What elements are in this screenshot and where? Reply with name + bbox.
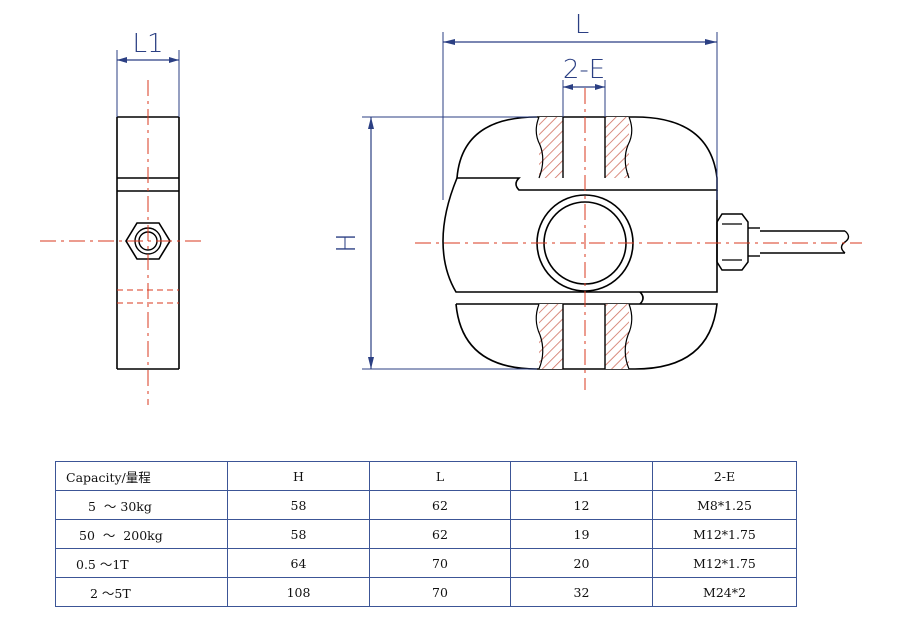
table-row: 2 ～5T 108 70 32 M24*2 — [55, 577, 797, 607]
cell-capacity: 2 ～5T — [55, 577, 228, 607]
upper-hole-hatch-left — [539, 117, 563, 178]
cell-2e: M12*1.75 — [652, 548, 797, 578]
table-header-row: Capacity/量程 H L L1 2-E — [55, 461, 797, 491]
upper-hole-break-line — [535, 116, 544, 179]
header-2e: 2-E — [652, 461, 797, 491]
front-view-middle-body — [442, 177, 718, 293]
cell-l1: 19 — [510, 519, 653, 549]
cell-2e: M24*2 — [652, 577, 797, 607]
lower-hole-hatch-right — [605, 304, 629, 369]
l1-arrowhead-left — [117, 57, 127, 63]
spec-table: Capacity/量程 H L L1 2-E 5 ～ 30kg 58 62 12… — [55, 461, 797, 607]
lower-hole-hatch-left — [539, 304, 563, 369]
cable-break-end — [840, 230, 850, 254]
cell-l1: 20 — [510, 548, 653, 578]
l-arrowhead-right — [705, 39, 717, 45]
cell-h: 58 — [227, 490, 370, 520]
header-capacity: Capacity/量程 — [55, 461, 228, 491]
l1-dimension-label: L1 — [132, 29, 163, 59]
cable-gland — [716, 213, 749, 271]
front-view: L 2-E H — [332, 10, 862, 390]
l-arrowhead-left — [443, 39, 455, 45]
front-view-upper-body — [456, 116, 718, 191]
cell-l1: 32 — [510, 577, 653, 607]
side-view: L1 — [40, 29, 205, 405]
h-arrowhead-bottom — [368, 357, 374, 369]
front-view-lower-slot-end — [639, 291, 644, 305]
cell-l: 62 — [369, 519, 511, 549]
header-h: H — [227, 461, 370, 491]
load-cell-drawing: L1 — [40, 10, 862, 405]
table-row: 0.5 ～1T 64 70 20 M12*1.75 — [55, 548, 797, 578]
cell-l: 70 — [369, 548, 511, 578]
cell-h: 108 — [227, 577, 370, 607]
cell-capacity: 0.5 ～1T — [55, 548, 228, 578]
cell-l1: 12 — [510, 490, 653, 520]
table-row: 5 ～ 30kg 58 62 12 M8*1.25 — [55, 490, 797, 520]
two-e-dimension-label: 2-E — [563, 55, 605, 85]
two-e-arrowhead-right — [595, 84, 605, 90]
cell-l: 62 — [369, 490, 511, 520]
cell-h: 64 — [227, 548, 370, 578]
cell-capacity: 50 ～ 200kg — [55, 519, 228, 549]
upper-hole-hatch-right — [605, 117, 629, 178]
lower-hole-break-line — [535, 303, 544, 370]
header-l: L — [369, 461, 511, 491]
h-dimension-label: H — [332, 233, 362, 253]
upper-hole-break-line — [624, 116, 633, 179]
cell-l: 70 — [369, 577, 511, 607]
header-l1: L1 — [510, 461, 653, 491]
cell-2e: M12*1.75 — [652, 519, 797, 549]
l1-arrowhead-right — [169, 57, 179, 63]
two-e-arrowhead-left — [563, 84, 573, 90]
table-row: 50 ～ 200kg 58 62 19 M12*1.75 — [55, 519, 797, 549]
cell-h: 58 — [227, 519, 370, 549]
cell-capacity: 5 ～ 30kg — [55, 490, 228, 520]
front-view-lower-body — [455, 303, 718, 370]
l-dimension-label: L — [575, 10, 590, 40]
cell-2e: M8*1.25 — [652, 490, 797, 520]
h-arrowhead-top — [368, 117, 374, 129]
lower-hole-break-line — [624, 303, 633, 370]
